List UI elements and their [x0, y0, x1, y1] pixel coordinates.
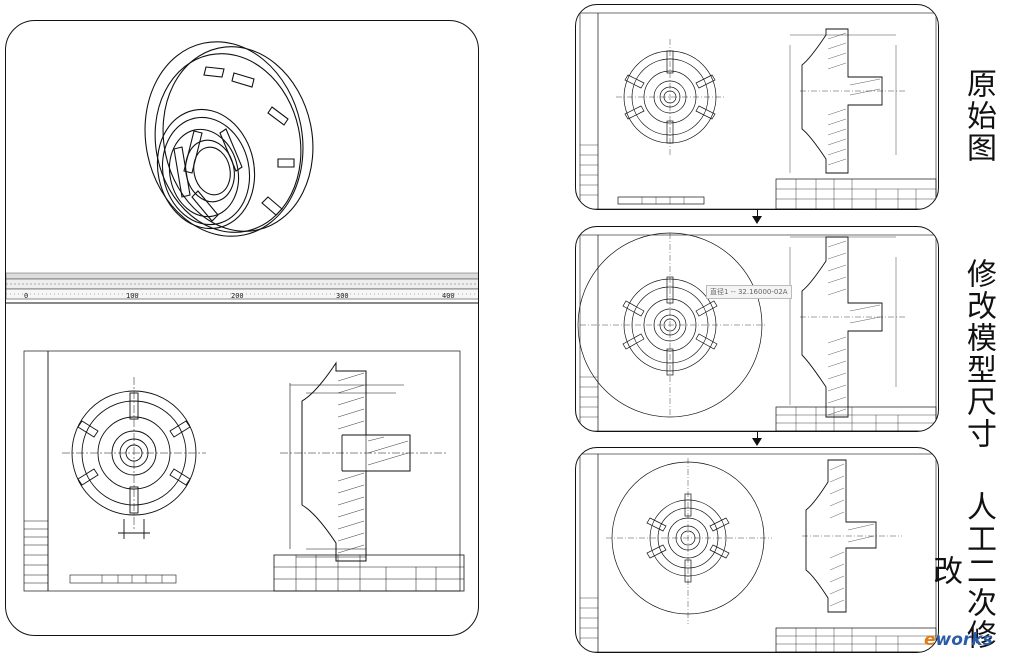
- drawing-modified: [577, 232, 937, 431]
- flow-arrow-2-icon: [752, 438, 762, 446]
- drawing-manual: [579, 453, 937, 652]
- right-panel-manual: [575, 447, 939, 653]
- flow-arrow-1-icon: [752, 216, 762, 224]
- ruler-tick-400: 400: [442, 292, 455, 300]
- ruler-tick-200: 200: [231, 292, 244, 300]
- watermark-rest: works: [935, 630, 993, 650]
- flow-connector-1: [757, 210, 758, 218]
- ruler[interactable]: 0 100 200 300 400: [6, 272, 479, 300]
- watermark-prefix: e: [924, 630, 936, 650]
- stage-label-original: 原始图: [961, 68, 996, 164]
- flow-connector-2: [757, 432, 758, 439]
- impeller-3d-view: [144, 41, 314, 237]
- ruler-tick-300: 300: [336, 292, 349, 300]
- drawing-original: [579, 12, 937, 209]
- left-section-hatching: [337, 372, 409, 554]
- stage-label-modify-dimensions: 修改模型尺寸: [961, 258, 996, 450]
- left-panel: 0 100 200 300 400: [5, 20, 479, 636]
- eworks-watermark: eworks: [924, 630, 993, 650]
- dimension-tooltip: 直径1 -- 32.16000-02A: [706, 285, 792, 299]
- right-panel-modified: 直径1 -- 32.16000-02A: [575, 226, 939, 432]
- left-panel-drawing: 0 100 200 300 400: [6, 41, 479, 592]
- ruler-tick-100: 100: [126, 292, 139, 300]
- ruler-tick-0: 0: [24, 292, 28, 300]
- right-panel-original: [575, 4, 939, 210]
- stage-label-manual-revision: 人工二次修改: [927, 491, 996, 651]
- left-2d-drawing: [23, 350, 465, 592]
